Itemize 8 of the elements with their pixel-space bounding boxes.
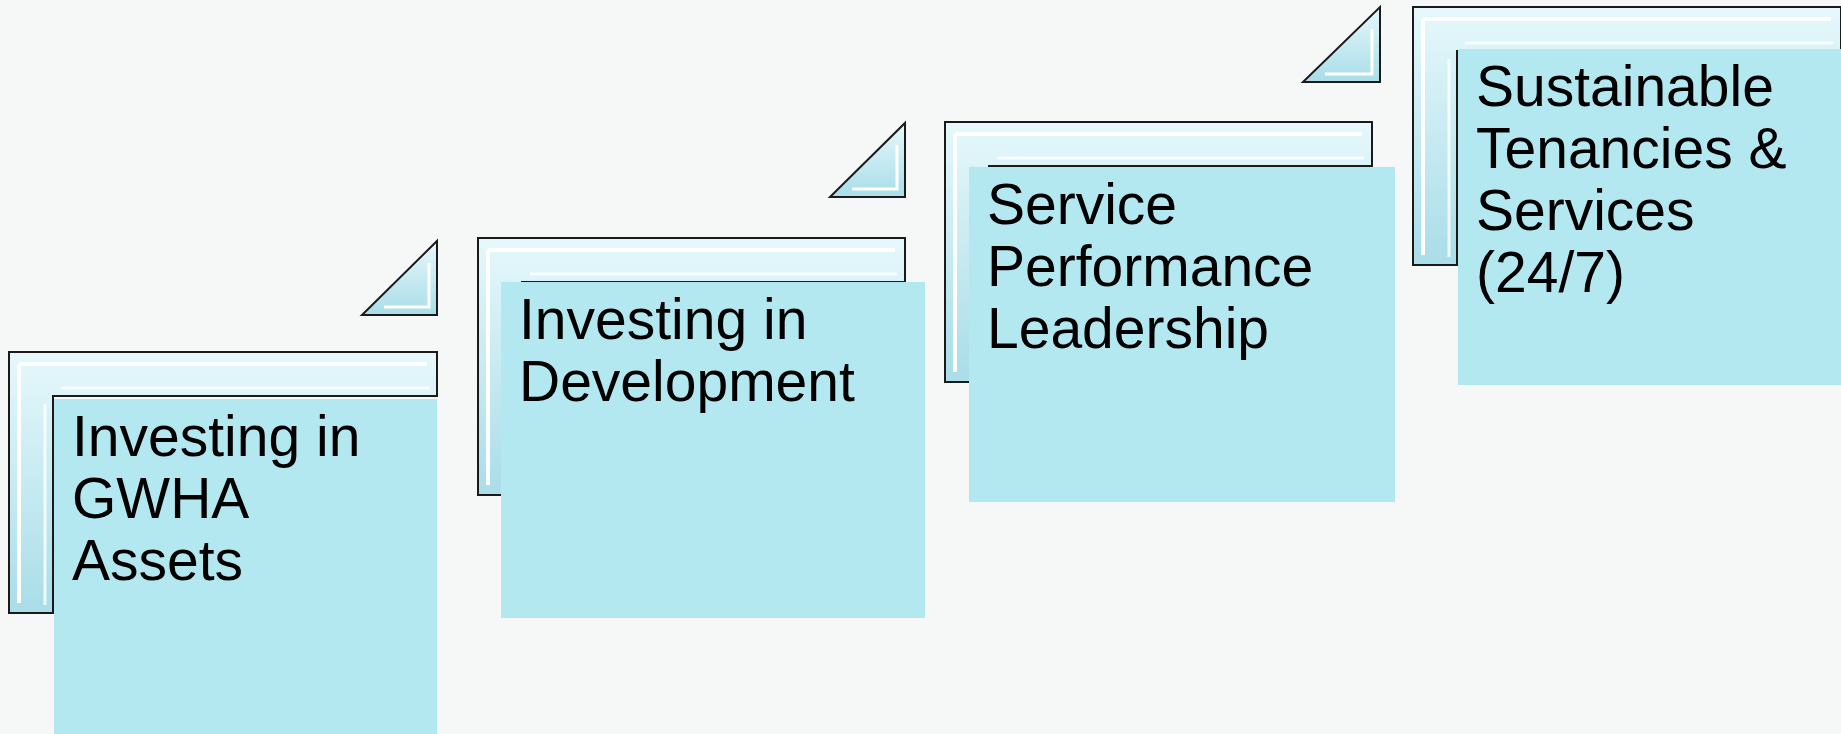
step-text: Service Performance Leadership	[987, 172, 1314, 360]
step-box	[501, 282, 925, 618]
step-text: Investing in Development	[519, 287, 855, 413]
step-text: Sustainable Tenancies & Services (24/7)	[1476, 54, 1787, 304]
step-box	[54, 399, 437, 734]
step-text: Investing in GWHA Assets	[72, 404, 361, 592]
step-box	[1458, 49, 1841, 385]
step-box	[969, 167, 1395, 502]
